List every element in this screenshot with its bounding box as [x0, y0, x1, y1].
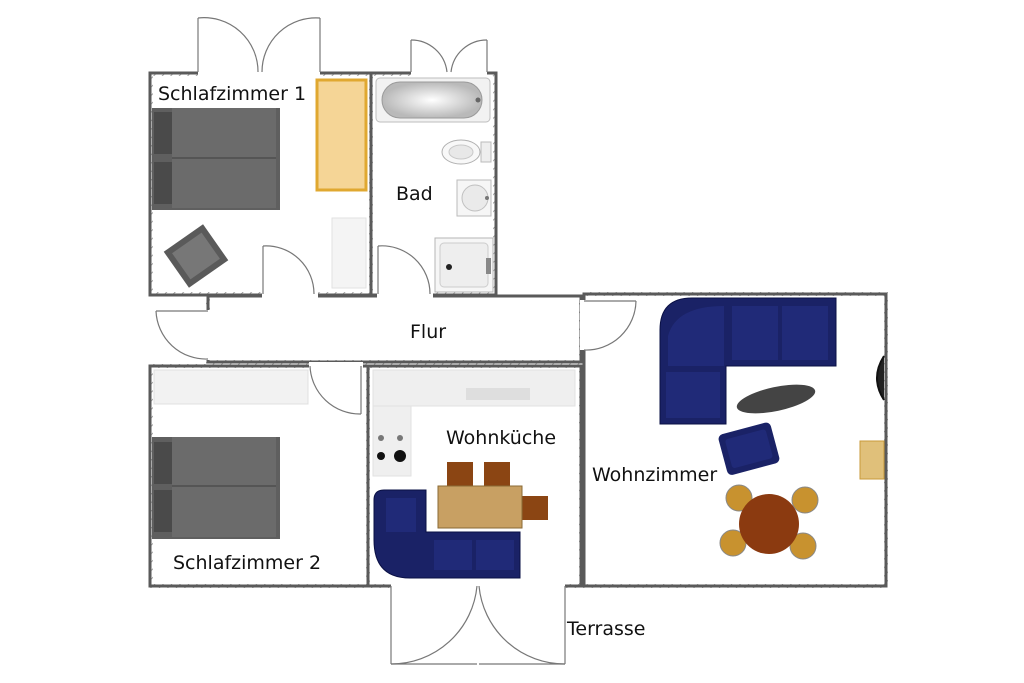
door-schlafzimmer2: [309, 362, 363, 415]
toilet-icon: [441, 139, 492, 165]
armchair-schlafzimmer1: [163, 224, 229, 288]
kitchen-counter: [372, 369, 576, 477]
bathtub-icon: [375, 77, 491, 123]
cabinet-schlafzimmer1: [331, 217, 367, 289]
ottoman: [718, 422, 780, 475]
label-schlafzimmer1: Schlafzimmer 1: [158, 83, 306, 105]
shower-icon: [434, 237, 494, 293]
bed-schlafzimmer2: [152, 437, 280, 539]
dining-table-icon: [437, 462, 548, 529]
label-bad: Bad: [396, 183, 433, 205]
terrace-door: [390, 582, 566, 665]
coffee-table: [736, 384, 816, 414]
door-schlafzimmer1: [262, 245, 318, 298]
wardrobe-schlafzimmer2: [153, 369, 309, 405]
shelf-schlafzimmer1: [315, 78, 368, 192]
label-wohnzimmer: Wohnzimmer: [592, 464, 717, 486]
stove-icon: [377, 435, 406, 462]
door-bad: [377, 245, 433, 298]
sink-icon: [456, 179, 492, 217]
corner-sofa-icon: [659, 297, 837, 425]
bathroom-window-door: [410, 39, 488, 76]
corner-sofa-kitchen: [373, 489, 521, 579]
sideboard-wohnzimmer: [859, 440, 885, 480]
label-flur: Flur: [410, 321, 446, 343]
tv-stand: [876, 355, 885, 401]
balcony-door-top-left: [197, 17, 321, 76]
bed-schlafzimmer1: [152, 108, 280, 210]
walls: [148, 71, 888, 588]
round-dining-set: [719, 484, 819, 560]
entrance-door: [155, 310, 212, 360]
door-wohnzimmer: [580, 300, 637, 351]
label-terrasse: Terrasse: [566, 618, 646, 640]
doors: [155, 17, 637, 665]
label-wohnkueche: Wohnküche: [446, 427, 556, 449]
label-schlafzimmer2: Schlafzimmer 2: [173, 552, 321, 574]
